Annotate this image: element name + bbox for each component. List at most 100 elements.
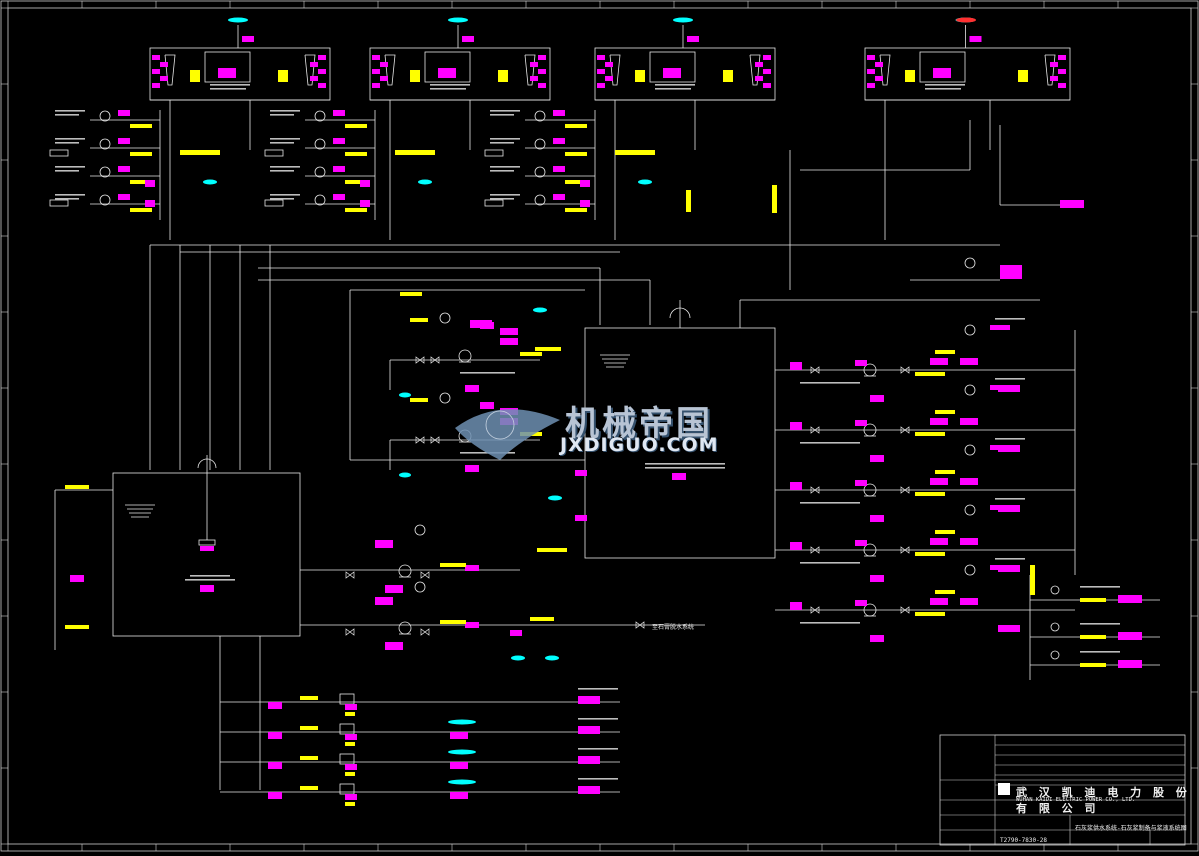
drawing-text bbox=[210, 84, 250, 86]
yellow-note bbox=[935, 410, 955, 414]
instrument-bubble bbox=[414, 581, 426, 593]
separator-unit bbox=[149, 47, 331, 101]
drawing-text bbox=[270, 138, 300, 140]
equipment-tag bbox=[268, 732, 282, 739]
instrument-bubble bbox=[99, 166, 111, 178]
equipment-tag bbox=[578, 756, 600, 764]
instrument-tag-cyan bbox=[448, 719, 476, 725]
equipment-tag bbox=[380, 76, 388, 81]
equipment-tag bbox=[755, 76, 763, 81]
equipment-tag bbox=[318, 83, 326, 88]
equipment-tag bbox=[530, 62, 538, 67]
instrument-tag-cyan bbox=[548, 495, 562, 501]
yellow-note bbox=[772, 185, 777, 213]
title-block-company-en: WUHAN KAIDI ELECTRIC POWER CO., LTD. bbox=[1016, 797, 1136, 803]
equipment-tag bbox=[553, 110, 565, 116]
equipment-tag bbox=[152, 83, 160, 88]
equipment-tag bbox=[870, 455, 884, 462]
equipment-tag bbox=[510, 630, 522, 636]
equipment-tag bbox=[1118, 632, 1142, 640]
instrument-tag-cyan bbox=[533, 307, 547, 313]
yellow-note bbox=[65, 625, 89, 629]
equipment-tag bbox=[990, 505, 1010, 510]
equipment-tag bbox=[990, 565, 1010, 570]
equipment-tag bbox=[930, 598, 948, 605]
equipment-tag bbox=[465, 622, 479, 628]
drawing-text bbox=[185, 579, 235, 581]
instrument-tag-cyan bbox=[399, 472, 411, 478]
equipment-tag bbox=[578, 726, 600, 734]
yellow-note bbox=[130, 208, 152, 212]
separator-unit bbox=[864, 47, 1071, 101]
instrument-bubble bbox=[439, 312, 451, 324]
drawing-text bbox=[430, 88, 466, 90]
drawing-text bbox=[995, 378, 1025, 380]
separator-unit bbox=[594, 47, 776, 101]
pump-icon bbox=[398, 621, 412, 635]
yellow-note bbox=[935, 530, 955, 534]
watermark-logo-wing bbox=[455, 409, 560, 460]
equipment-tag bbox=[1118, 660, 1142, 668]
yellow-note bbox=[723, 70, 733, 82]
drawing-text bbox=[55, 110, 85, 112]
equipment-tag bbox=[375, 540, 393, 548]
agitator-motor bbox=[197, 458, 217, 469]
equipment-tag bbox=[310, 62, 318, 67]
instrument-tag-cyan bbox=[673, 17, 693, 23]
yellow-note bbox=[635, 70, 645, 82]
equipment-tag bbox=[538, 69, 546, 74]
equipment-tag bbox=[855, 420, 867, 426]
valve-icon bbox=[810, 606, 820, 614]
equipment-tag bbox=[867, 55, 875, 60]
yellow-note bbox=[537, 548, 567, 552]
yellow-note bbox=[130, 152, 152, 156]
drawing-text bbox=[55, 194, 85, 196]
pump-icon bbox=[398, 564, 412, 578]
yellow-note bbox=[1080, 635, 1106, 639]
equipment-tag bbox=[597, 55, 605, 60]
equipment-tag bbox=[969, 36, 982, 42]
separator-body bbox=[649, 51, 696, 83]
equipment-tag bbox=[580, 180, 590, 187]
drawing-text bbox=[578, 688, 618, 690]
instrument-tag-cyan bbox=[638, 179, 652, 185]
cyclone bbox=[749, 54, 761, 86]
instrument-bubble bbox=[99, 138, 111, 150]
equipment-tag bbox=[933, 68, 951, 78]
equipment-tag bbox=[553, 194, 565, 200]
drawing-text bbox=[490, 166, 520, 168]
equipment-tag bbox=[1058, 69, 1066, 74]
drawing-text bbox=[578, 748, 618, 750]
yellow-note bbox=[1080, 663, 1106, 667]
equipment-tag bbox=[333, 194, 345, 200]
drawing-text bbox=[578, 778, 618, 780]
yellow-note bbox=[565, 124, 587, 128]
drawing-text bbox=[55, 142, 79, 144]
signal-box bbox=[49, 149, 69, 157]
drawing-text bbox=[645, 463, 725, 465]
equipment-tag bbox=[268, 702, 282, 709]
equipment-tag bbox=[553, 138, 565, 144]
drawing-text bbox=[925, 88, 961, 90]
yellow-note bbox=[520, 352, 542, 356]
valve-icon bbox=[345, 571, 355, 579]
equipment-tag bbox=[480, 402, 494, 409]
equipment-tag bbox=[70, 575, 84, 582]
yellow-note bbox=[935, 350, 955, 354]
instrument-bubble bbox=[439, 392, 451, 404]
instrument-bubble bbox=[964, 324, 976, 336]
yellow-note bbox=[345, 772, 355, 776]
watermark-chinese: 机械帝国 bbox=[565, 404, 713, 444]
equipment-tag bbox=[855, 480, 867, 486]
equipment-tag bbox=[385, 585, 403, 593]
instrument-tag-cyan bbox=[448, 749, 476, 755]
yellow-note bbox=[615, 150, 655, 155]
instrument-bubble bbox=[1050, 585, 1060, 595]
valve-icon bbox=[900, 486, 910, 494]
agitator-motor bbox=[669, 307, 691, 319]
equipment-tag bbox=[1058, 83, 1066, 88]
drawing-text bbox=[190, 575, 230, 577]
equipment-tag bbox=[763, 55, 771, 60]
alarm-tag-red bbox=[956, 17, 976, 23]
